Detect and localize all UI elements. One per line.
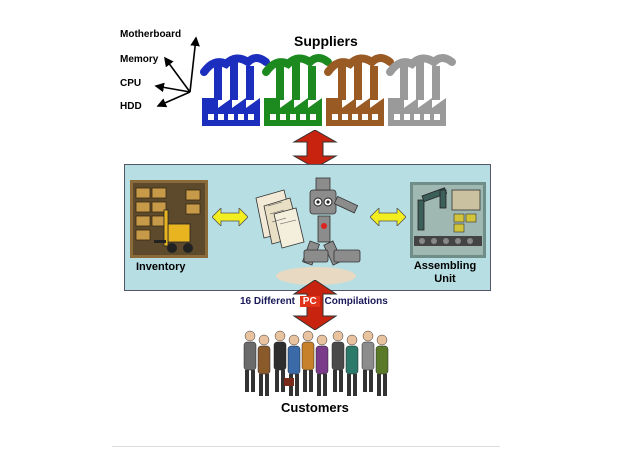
customers-crowd-icon	[243, 330, 389, 396]
suppliers-title: Suppliers	[294, 33, 358, 49]
supply-double-arrow	[292, 130, 338, 168]
supplier-factory-icon	[324, 54, 394, 126]
inventory-exchange-arrow	[212, 208, 248, 226]
pc-compilations-label: 16 Different PC Compilations	[240, 296, 388, 307]
customers-title: Customers	[281, 400, 349, 415]
arrow-memory	[164, 56, 191, 93]
inventory-warehouse-icon	[130, 180, 208, 258]
supplier-factories	[200, 54, 456, 126]
customer-figure	[301, 330, 315, 392]
supplier-factory-icon	[386, 54, 456, 126]
component-label-cpu: CPU	[120, 78, 142, 89]
component-label-hdd: HDD	[120, 101, 142, 112]
briefcase-icon	[284, 378, 294, 386]
inventory-label: Inventory	[136, 261, 186, 273]
robot-planner-icon	[255, 177, 361, 285]
customer-figure	[331, 330, 345, 392]
assembling-exchange-arrow	[370, 208, 406, 226]
assembling-unit-label: Assembling Unit	[413, 260, 477, 285]
customer-figure	[315, 334, 329, 396]
arrow-hdd	[156, 91, 191, 108]
customer-figure	[257, 334, 271, 396]
assembling-unit-icon	[410, 182, 486, 258]
component-label-memory: Memory	[120, 54, 159, 65]
customer-figure	[287, 334, 301, 396]
compilations-suffix: Compilations	[324, 296, 388, 307]
customer-figure	[361, 330, 375, 392]
customer-figure	[243, 330, 257, 392]
customer-figure	[375, 334, 389, 396]
compilations-prefix: 16 Different	[240, 296, 296, 307]
component-label-motherboard: Motherboard	[120, 29, 182, 40]
pc-badge: PC	[299, 296, 320, 307]
customer-figure	[273, 330, 287, 392]
component-arrows	[154, 36, 200, 108]
arrow-cpu	[154, 82, 191, 93]
supplier-factory-icon	[262, 54, 332, 126]
arrow-motherboard	[189, 36, 200, 93]
customer-figure	[345, 334, 359, 396]
supplier-factory-icon	[200, 54, 270, 126]
footer-divider	[112, 446, 500, 447]
